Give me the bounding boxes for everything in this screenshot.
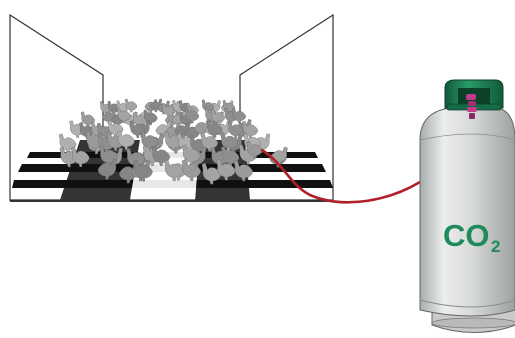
chicken-silhouette (177, 132, 195, 153)
chicken-silhouette (124, 98, 138, 113)
chicken-silhouette (220, 132, 238, 152)
chicken-silhouette (231, 107, 246, 124)
chicken-silhouette (185, 107, 200, 124)
chicken-silhouette (117, 130, 135, 150)
chicken-silhouette (233, 159, 253, 182)
chicken-silhouette (181, 159, 201, 181)
chicken-silhouette (200, 132, 219, 152)
cylinder-label-co: CO (443, 218, 490, 253)
chicken-silhouette (164, 159, 184, 181)
chicken-silhouette (210, 109, 225, 125)
chicken-silhouette (97, 158, 117, 180)
chicken-flock (58, 98, 288, 185)
cylinder-label-subscript: 2 (491, 237, 500, 256)
valve-fitting (466, 94, 477, 119)
chicken-silhouette (71, 146, 90, 167)
chicken-silhouette (133, 160, 153, 182)
chicken-silhouette (132, 112, 147, 128)
chicken-silhouette (216, 158, 236, 181)
chicken-silhouette (126, 148, 145, 169)
chicken-silhouette (206, 120, 223, 138)
co2-cylinder: CO 2 (419, 79, 515, 333)
chicken-silhouette (116, 107, 131, 124)
chicken-silhouette (161, 103, 175, 117)
chicken-silhouette (79, 121, 95, 140)
chamber (9, 13, 334, 202)
chicken-silhouette (210, 147, 229, 168)
chicken-silhouette (106, 131, 125, 151)
chicken-silhouette (224, 107, 239, 124)
chicken-silhouette (201, 162, 221, 185)
chicken-silhouette (164, 131, 182, 152)
chicken-silhouette (59, 146, 78, 168)
cylinder-body (419, 107, 515, 317)
chicken-silhouette (246, 140, 263, 159)
